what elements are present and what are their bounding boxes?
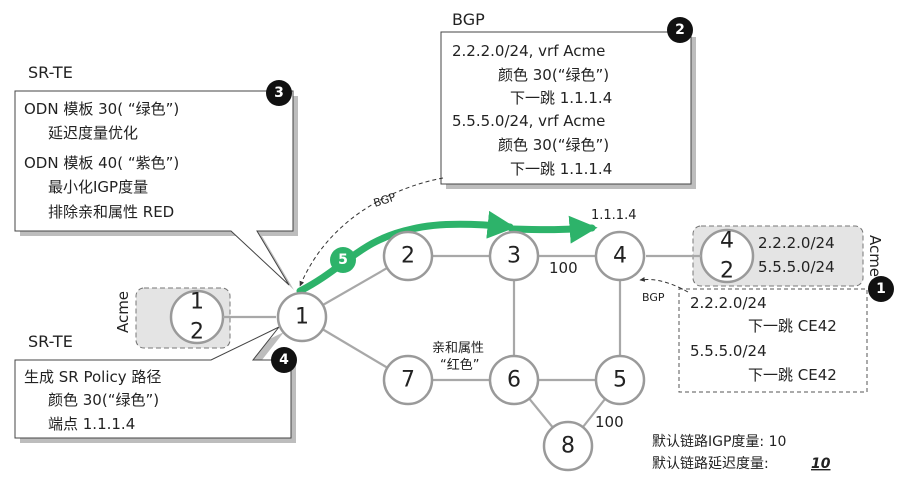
step-badge-4: 4 [271,347,297,373]
router-node-1: 1 [276,291,328,343]
srte-top-line-5: 排除亲和属性 RED [48,203,174,221]
bgp-right-line-3: 5.5.5.0/24 [690,342,767,360]
sr-policy-path-segment-2 [508,215,598,244]
nodes-layer: 1 2 3 4 5 6 7 8 [276,230,646,472]
bgp-right-line-2: 下一跳 CE42 [748,317,837,335]
srte-top-line-4: 最小化IGP度量 [48,178,148,196]
router-node-2-label: 2 [401,244,415,269]
bgp-route-callout [440,31,692,185]
affinity-label-line-2: “红色” [440,357,479,373]
bgp-callout-line-3: 下一跳 1.1.1.4 [510,89,612,107]
legend-delay-metric-value: 10 [811,456,831,472]
router-node-4-circle [594,230,646,282]
srte-bottom-line-2: 颜色 30(“绿色”) [48,391,159,409]
ce-right-bottom-label: 2 [720,259,734,284]
router-node-6-circle [488,354,540,406]
router-node-5-label: 5 [613,368,627,393]
bgp-callout-title: BGP [452,10,485,29]
svg-text:4: 4 [279,352,289,368]
router-node-2: 2 [382,230,434,282]
router-node-8: 8 [542,420,594,472]
router-node-5-circle [594,354,646,406]
ce-left-bottom-label: 2 [190,320,204,345]
svg-text:5: 5 [338,252,348,268]
bgp-right-line-4: 下一跳 CE42 [748,366,837,384]
svg-text:1: 1 [876,281,886,297]
router-node-4-label: 4 [613,244,627,269]
step-badge-3: 3 [266,80,292,106]
bgp-top-label: BGP [372,190,398,209]
ce-right: Acme 4 2 2.2.2.0/24 5.5.5.0/24 [692,225,884,287]
ce-left: Acme 1 2 [114,287,231,349]
bgp-advertisement-arrow [299,177,444,287]
step-badge-1: 1 [868,276,894,302]
router-node-8-label: 8 [561,434,575,459]
step-badge-5: 5 [330,247,356,273]
srte-top-line-2: 延迟度量优化 [48,124,138,142]
router-node-7: 7 [382,354,434,406]
bgp-callout-line-5: 颜色 30(“绿色”) [498,136,609,154]
svg-text:3: 3 [274,85,284,101]
router-node-7-label: 7 [401,368,415,393]
router-node-1-circle [276,291,328,343]
ce-right-top-label: 4 [720,229,734,254]
router-node-3: 3 [488,230,540,282]
step-badge-2: 2 [667,17,693,43]
router-node-1-label: 1 [295,305,309,330]
ce-left-top-label: 1 [190,290,204,315]
svg-text:2: 2 [675,22,685,38]
bgp-callout-line-4: 5.5.5.0/24, vrf Acme [452,112,605,130]
bgp-callout-line-6: 下一跳 1.1.1.4 [510,160,612,178]
bgp-callout-line-1: 2.2.2.0/24, vrf Acme [452,42,605,60]
srte-top-line-3: ODN 模板 40( “紫色”) [24,154,179,172]
srte-top-title: SR-TE [28,63,73,82]
link-5-8-metric: 100 [595,413,624,431]
router-node-6: 6 [488,354,540,406]
srte-bottom-line-3: 端点 1.1.1.4 [48,415,135,433]
router-node-4: 4 [594,230,646,282]
node-4-address: 1.1.1.4 [591,208,636,223]
ce-right-prefix-1: 2.2.2.0/24 [758,234,835,252]
srte-top-line-1: ODN 模板 30( “绿色”) [24,100,179,118]
ce-right-prefix-2: 5.5.5.0/24 [758,258,835,276]
ce-right-vrf-label: Acme [866,235,884,277]
srte-bottom-title: SR-TE [28,332,73,351]
router-node-3-circle [488,230,540,282]
bgp-callout-line-2: 颜色 30(“绿色”) [498,66,609,84]
link-3-4-metric: 100 [549,259,578,277]
legend-igp-metric: 默认链路IGP度量: 10 [652,434,786,450]
bgp-ce-route-callout [678,288,868,393]
bgp-right-label: BGP [642,291,665,304]
affinity-label-line-1: 亲和属性 [432,341,484,356]
router-node-7-circle [382,354,434,406]
router-node-3-label: 3 [507,244,521,269]
srte-odn-callout [14,90,294,286]
router-node-2-circle [382,230,434,282]
sr-policy-path-segment-1 [296,210,516,295]
legend-delay-metric-label: 默认链路延迟度量: [652,456,769,472]
ce-left-vrf-label: Acme [114,291,132,333]
srte-bottom-line-1: 生成 SR Policy 路径 [24,368,161,386]
bgp-right-line-1: 2.2.2.0/24 [690,294,767,312]
router-node-6-label: 6 [507,368,521,393]
router-node-8-circle [542,420,594,472]
router-node-5: 5 [594,354,646,406]
